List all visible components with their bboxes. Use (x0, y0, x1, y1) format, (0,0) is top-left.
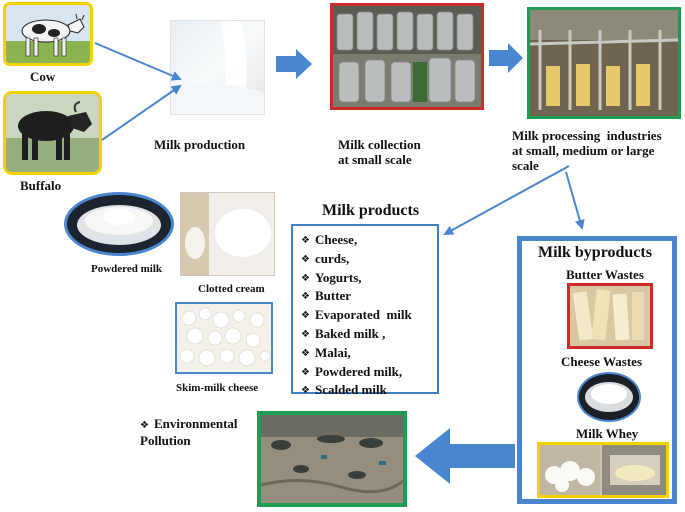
buffalo-to-production-arrow (101, 84, 182, 141)
production-to-collection-arrow (276, 49, 312, 79)
milk-whey-label: Milk Whey (576, 426, 639, 441)
environmental-text: Environmental (153, 416, 238, 431)
byproducts-to-pollution-arrow (415, 428, 515, 484)
buffalo-photo (3, 91, 102, 175)
cow-label: Cow (30, 69, 56, 84)
skim-milk-cheese-photo (175, 302, 273, 374)
milk-processing-label: Milk processing industries at small, med… (512, 128, 662, 173)
product-item: Scalded milk (301, 382, 437, 401)
product-item: Baked milk , (301, 326, 437, 345)
milk-whey-photo (537, 442, 669, 498)
skim-milk-cheese-label: Skim-milk cheese (176, 382, 259, 394)
milk-processing-line-2: at small, medium or large (512, 143, 655, 158)
milk-production-label: Milk production (154, 137, 246, 152)
powdered-milk-photo (64, 192, 174, 256)
powdered-milk-label: Powdered milk (91, 263, 162, 275)
product-item: Powdered milk, (301, 364, 437, 383)
milk-processing-line-3: scale (512, 158, 539, 173)
milk-cans-photo (330, 3, 484, 110)
milking-parlour-photo (527, 7, 681, 119)
milk-products-title: Milk products (322, 202, 420, 219)
butter-wastes-label: Butter Wastes (566, 267, 644, 282)
milk-collection-label: Milk collection at small scale (338, 137, 421, 167)
product-item: Yogurts, (301, 270, 437, 289)
milk-products-list: Cheese, curds, Yogurts, Butter Evaporate… (293, 226, 437, 401)
processing-to-byproducts-arrow (565, 171, 585, 230)
cheese-wastes-photo (577, 372, 641, 422)
butter-wastes-photo (567, 283, 653, 349)
cheese-wastes-label: Cheese Wastes (561, 354, 643, 369)
milk-collection-line-1: Milk collection (338, 137, 421, 152)
pollution-text: Pollution (140, 433, 191, 448)
milk-byproducts-title: Milk byproducts (538, 244, 652, 261)
product-item: Butter (301, 288, 437, 307)
collection-to-processing-arrow (489, 43, 523, 73)
milk-products-box: Cheese, curds, Yogurts, Butter Evaporate… (291, 224, 439, 397)
product-item: Evaporated milk (301, 307, 437, 326)
clotted-cream-label: Clotted cream (198, 283, 265, 295)
processing-to-products-arrow (443, 165, 570, 235)
milk-pour-photo (170, 20, 265, 115)
product-item: curds, (301, 251, 437, 270)
pollution-photo (257, 411, 407, 507)
clotted-cream-photo (180, 192, 275, 276)
cow-to-production-arrow (94, 42, 182, 81)
environmental-pollution-label: ❖ Environmental Pollution (140, 416, 238, 448)
buffalo-label: Buffalo (20, 178, 62, 193)
milk-collection-line-2: at small scale (338, 152, 412, 167)
milk-byproducts-box: Milk byproducts Butter Wastes Cheese Was… (517, 236, 677, 504)
bullet-icon: ❖ (140, 420, 149, 431)
product-item: Cheese, (301, 232, 437, 251)
cow-photo (3, 2, 93, 66)
milk-processing-line-1: Milk processing industries (512, 128, 662, 143)
product-item: Malai, (301, 345, 437, 364)
